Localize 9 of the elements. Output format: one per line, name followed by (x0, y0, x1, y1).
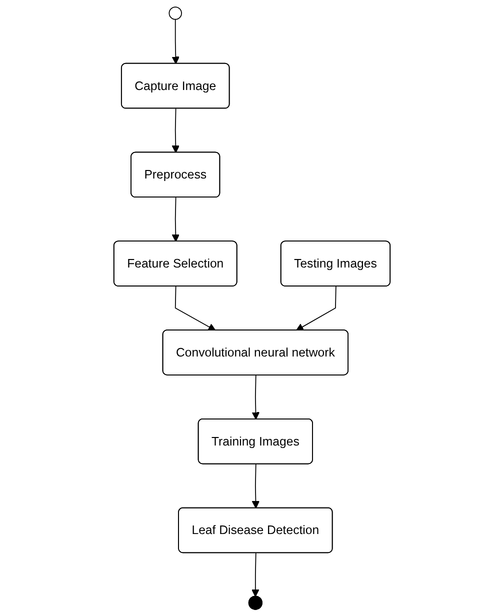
arrow (172, 197, 180, 242)
arrow (172, 18, 180, 64)
arrow (172, 108, 180, 154)
arrow (252, 552, 260, 597)
arrow (174, 286, 216, 331)
arrow (296, 286, 336, 331)
arrow (252, 374, 260, 420)
node-circle (168, 6, 182, 20)
arrow (252, 464, 260, 509)
